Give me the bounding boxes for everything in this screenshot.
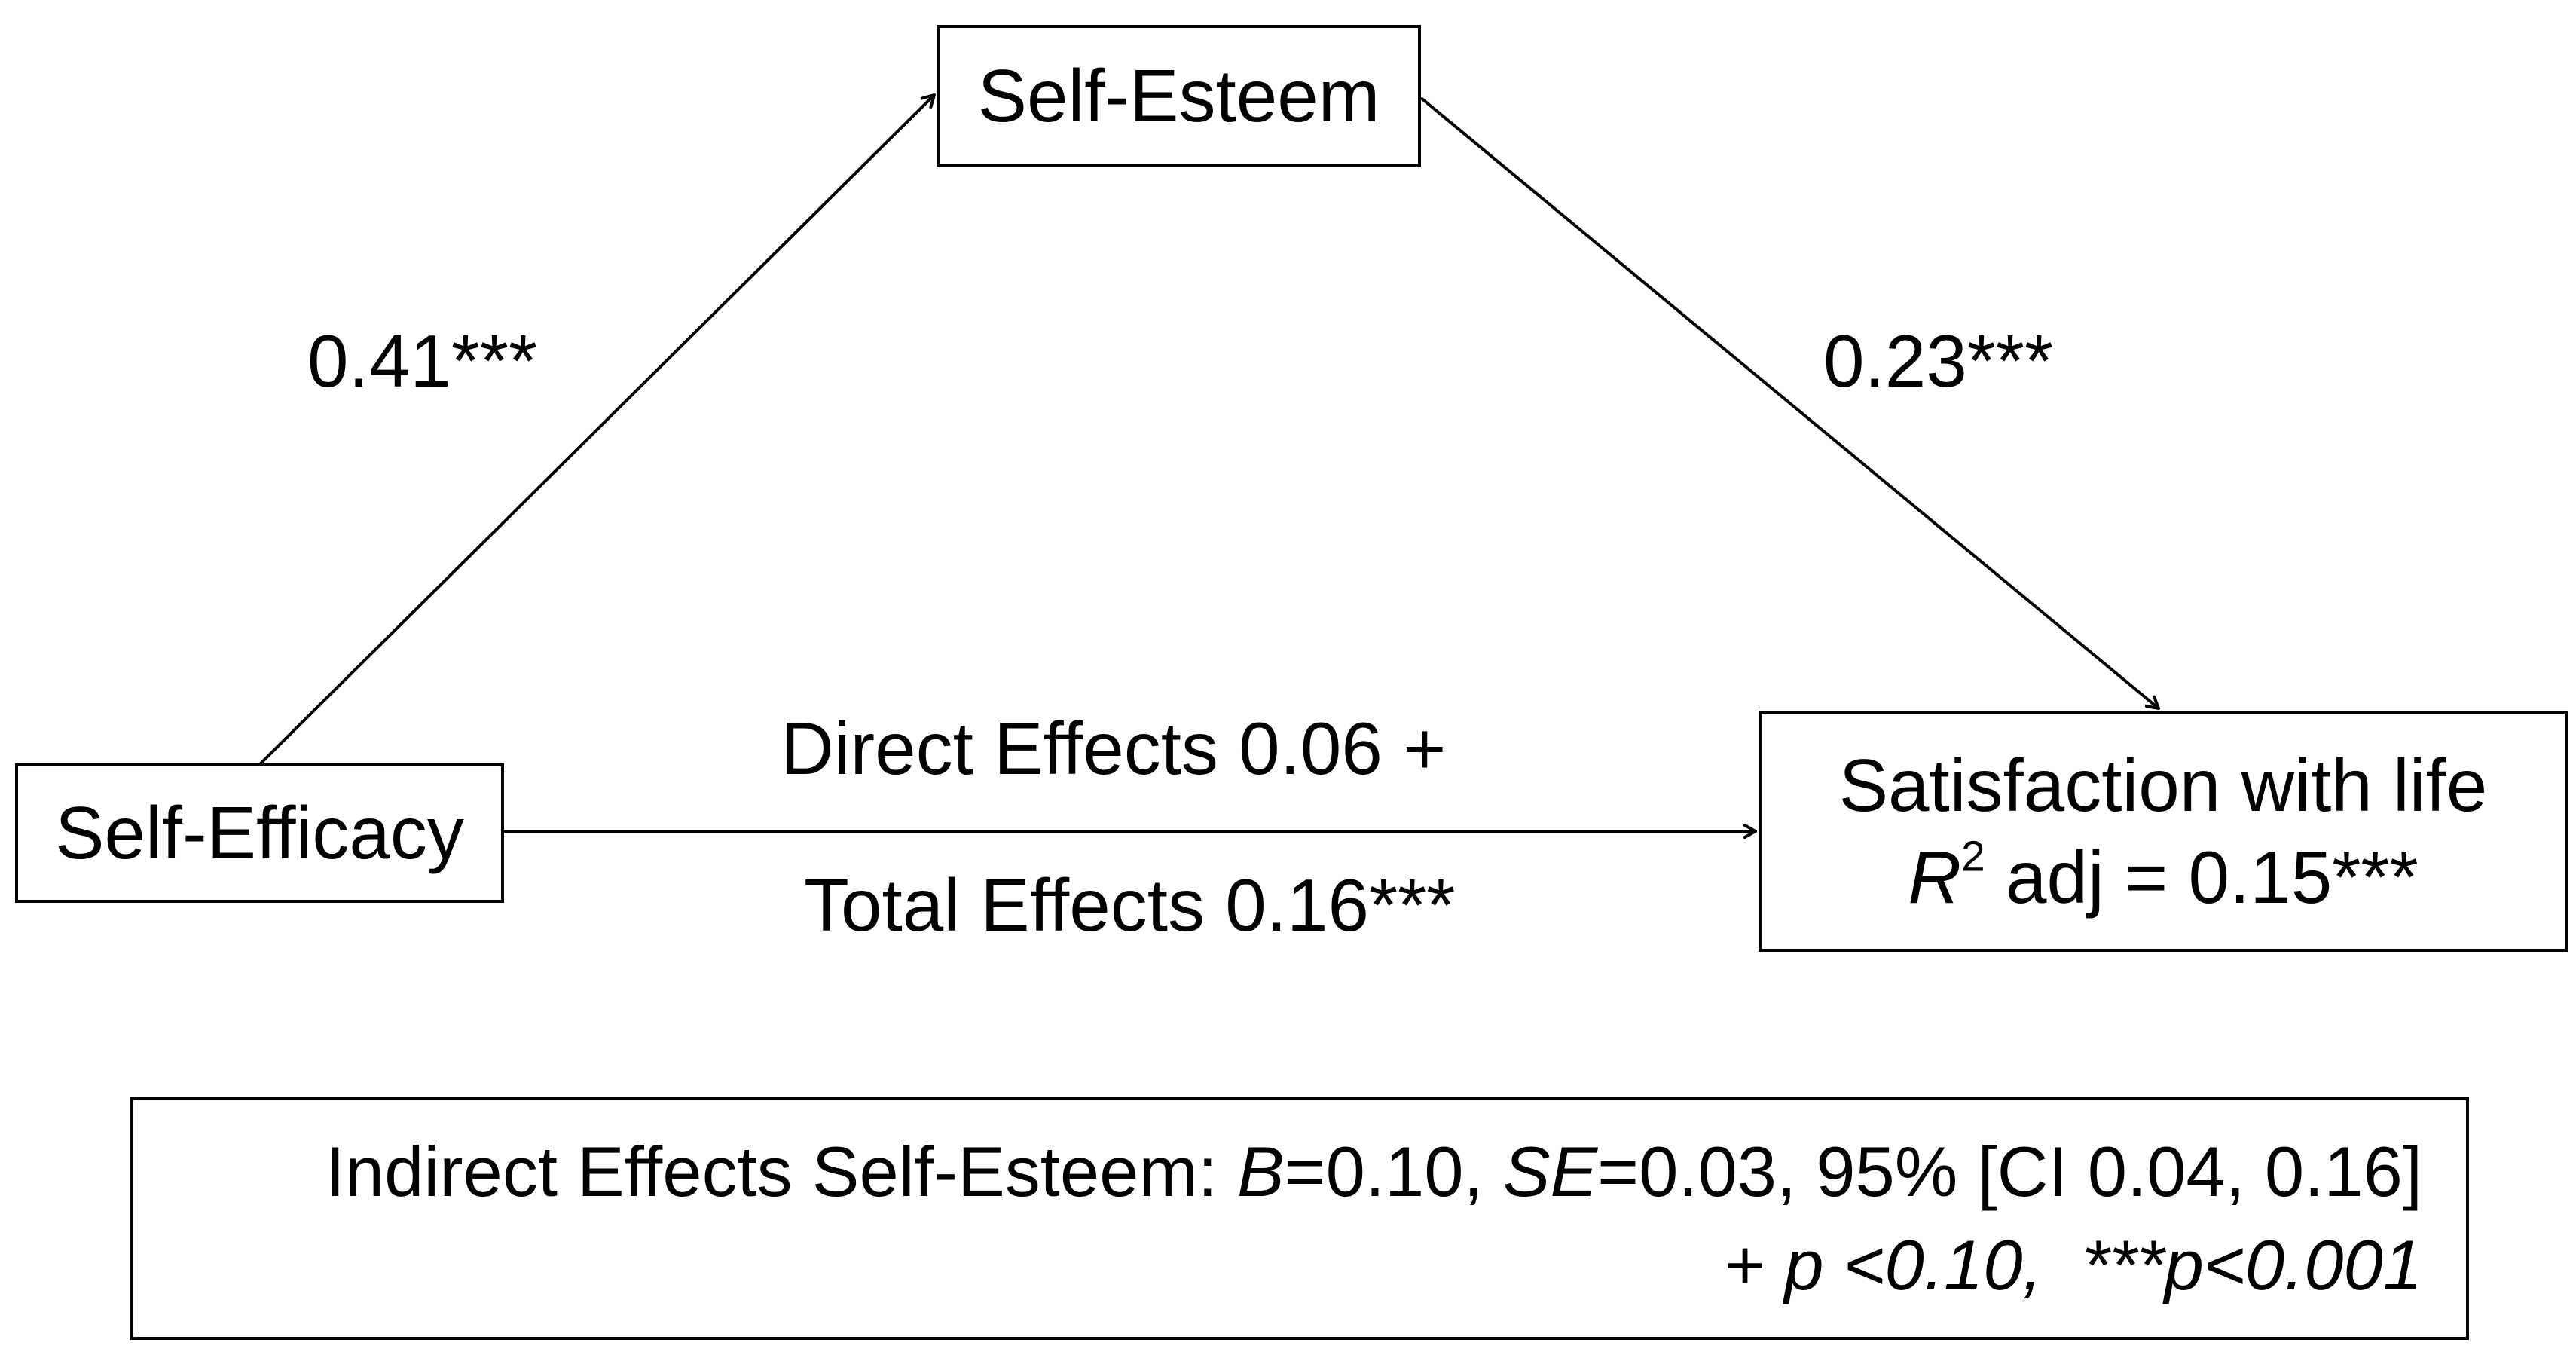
se-value: =0.03, 95% [CI 0.04, 0.16] bbox=[1597, 1131, 2422, 1211]
mediator-label: Self-Esteem bbox=[977, 54, 1380, 137]
r2-superscript: 2 bbox=[1961, 833, 1985, 881]
arrow-b-mediator-to-outcome bbox=[1419, 96, 2159, 708]
r2-value: adj = 0.15*** bbox=[1985, 836, 2419, 919]
outcome-node: Satisfaction with life R2 adj = 0.15*** bbox=[1759, 711, 2568, 952]
b-value: =0.10, bbox=[1284, 1131, 1503, 1211]
path-a-coefficient: 0.41*** bbox=[307, 320, 538, 402]
arrow-a-predictor-to-mediator bbox=[259, 95, 934, 765]
indirect-prefix: Indirect Effects Self-Esteem: bbox=[325, 1131, 1237, 1211]
b-symbol: B bbox=[1236, 1131, 1285, 1211]
outcome-label: Satisfaction with life bbox=[1838, 743, 2488, 827]
predictor-node: Self-Efficacy bbox=[15, 763, 504, 903]
mediator-node: Self-Esteem bbox=[937, 25, 1421, 167]
total-effect-label: Total Effects 0.16*** bbox=[804, 864, 1456, 947]
path-b-coefficient: 0.23*** bbox=[1823, 320, 2054, 402]
indirect-effects-box: Indirect Effects Self-Esteem: B=0.10, SE… bbox=[130, 1097, 2469, 1340]
indirect-effects-line: Indirect Effects Self-Esteem: B=0.10, SE… bbox=[325, 1125, 2422, 1219]
se-symbol: SE bbox=[1502, 1131, 1598, 1211]
predictor-label: Self-Efficacy bbox=[55, 791, 464, 875]
outcome-r2: R2 adj = 0.15*** bbox=[1908, 831, 2418, 924]
direct-effect-label: Direct Effects 0.06 + bbox=[781, 707, 1447, 790]
r2-symbol: R bbox=[1908, 836, 1962, 919]
significance-note: + p <0.10, ***p<0.001 bbox=[1723, 1225, 2422, 1304]
